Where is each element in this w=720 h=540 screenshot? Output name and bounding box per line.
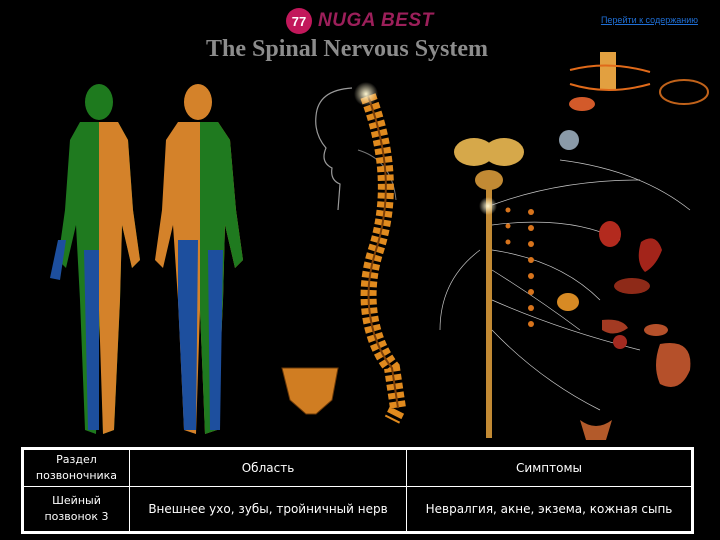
column-header-symptoms: Симптомы — [407, 450, 692, 487]
spinal-column — [368, 96, 398, 420]
table-header-row: Раздел позвоночника Область Симптомы — [24, 450, 692, 487]
cell-section: Шейный позвонок 3 — [24, 487, 130, 532]
sacrum-inset — [282, 368, 338, 414]
table-row: Шейный позвонок 3 Внешнее ухо, зубы, тро… — [24, 487, 692, 532]
cell-symptoms: Невралгия, акне, экзема, кожная сыпь — [407, 487, 692, 532]
body-figure-back — [50, 84, 140, 434]
nerve-fibers — [440, 160, 690, 410]
nerve-bundle-diagram — [569, 52, 708, 111]
spinal-nervous-system-illustration — [0, 0, 720, 450]
brain-and-spinal-cord — [454, 138, 524, 438]
poster-title: The Spinal Nervous System — [206, 36, 488, 63]
nerve-ganglia — [506, 208, 535, 328]
body-figure-front — [155, 84, 243, 434]
spine-symptoms-table: Раздел позвоночника Область Симптомы Шей… — [23, 449, 692, 532]
internal-organs — [557, 130, 690, 440]
column-header-section: Раздел позвоночника — [24, 450, 130, 487]
column-header-area: Область — [130, 450, 407, 487]
cell-area: Внешнее ухо, зубы, тройничный нерв — [130, 487, 407, 532]
head-profile-outline — [316, 88, 352, 210]
